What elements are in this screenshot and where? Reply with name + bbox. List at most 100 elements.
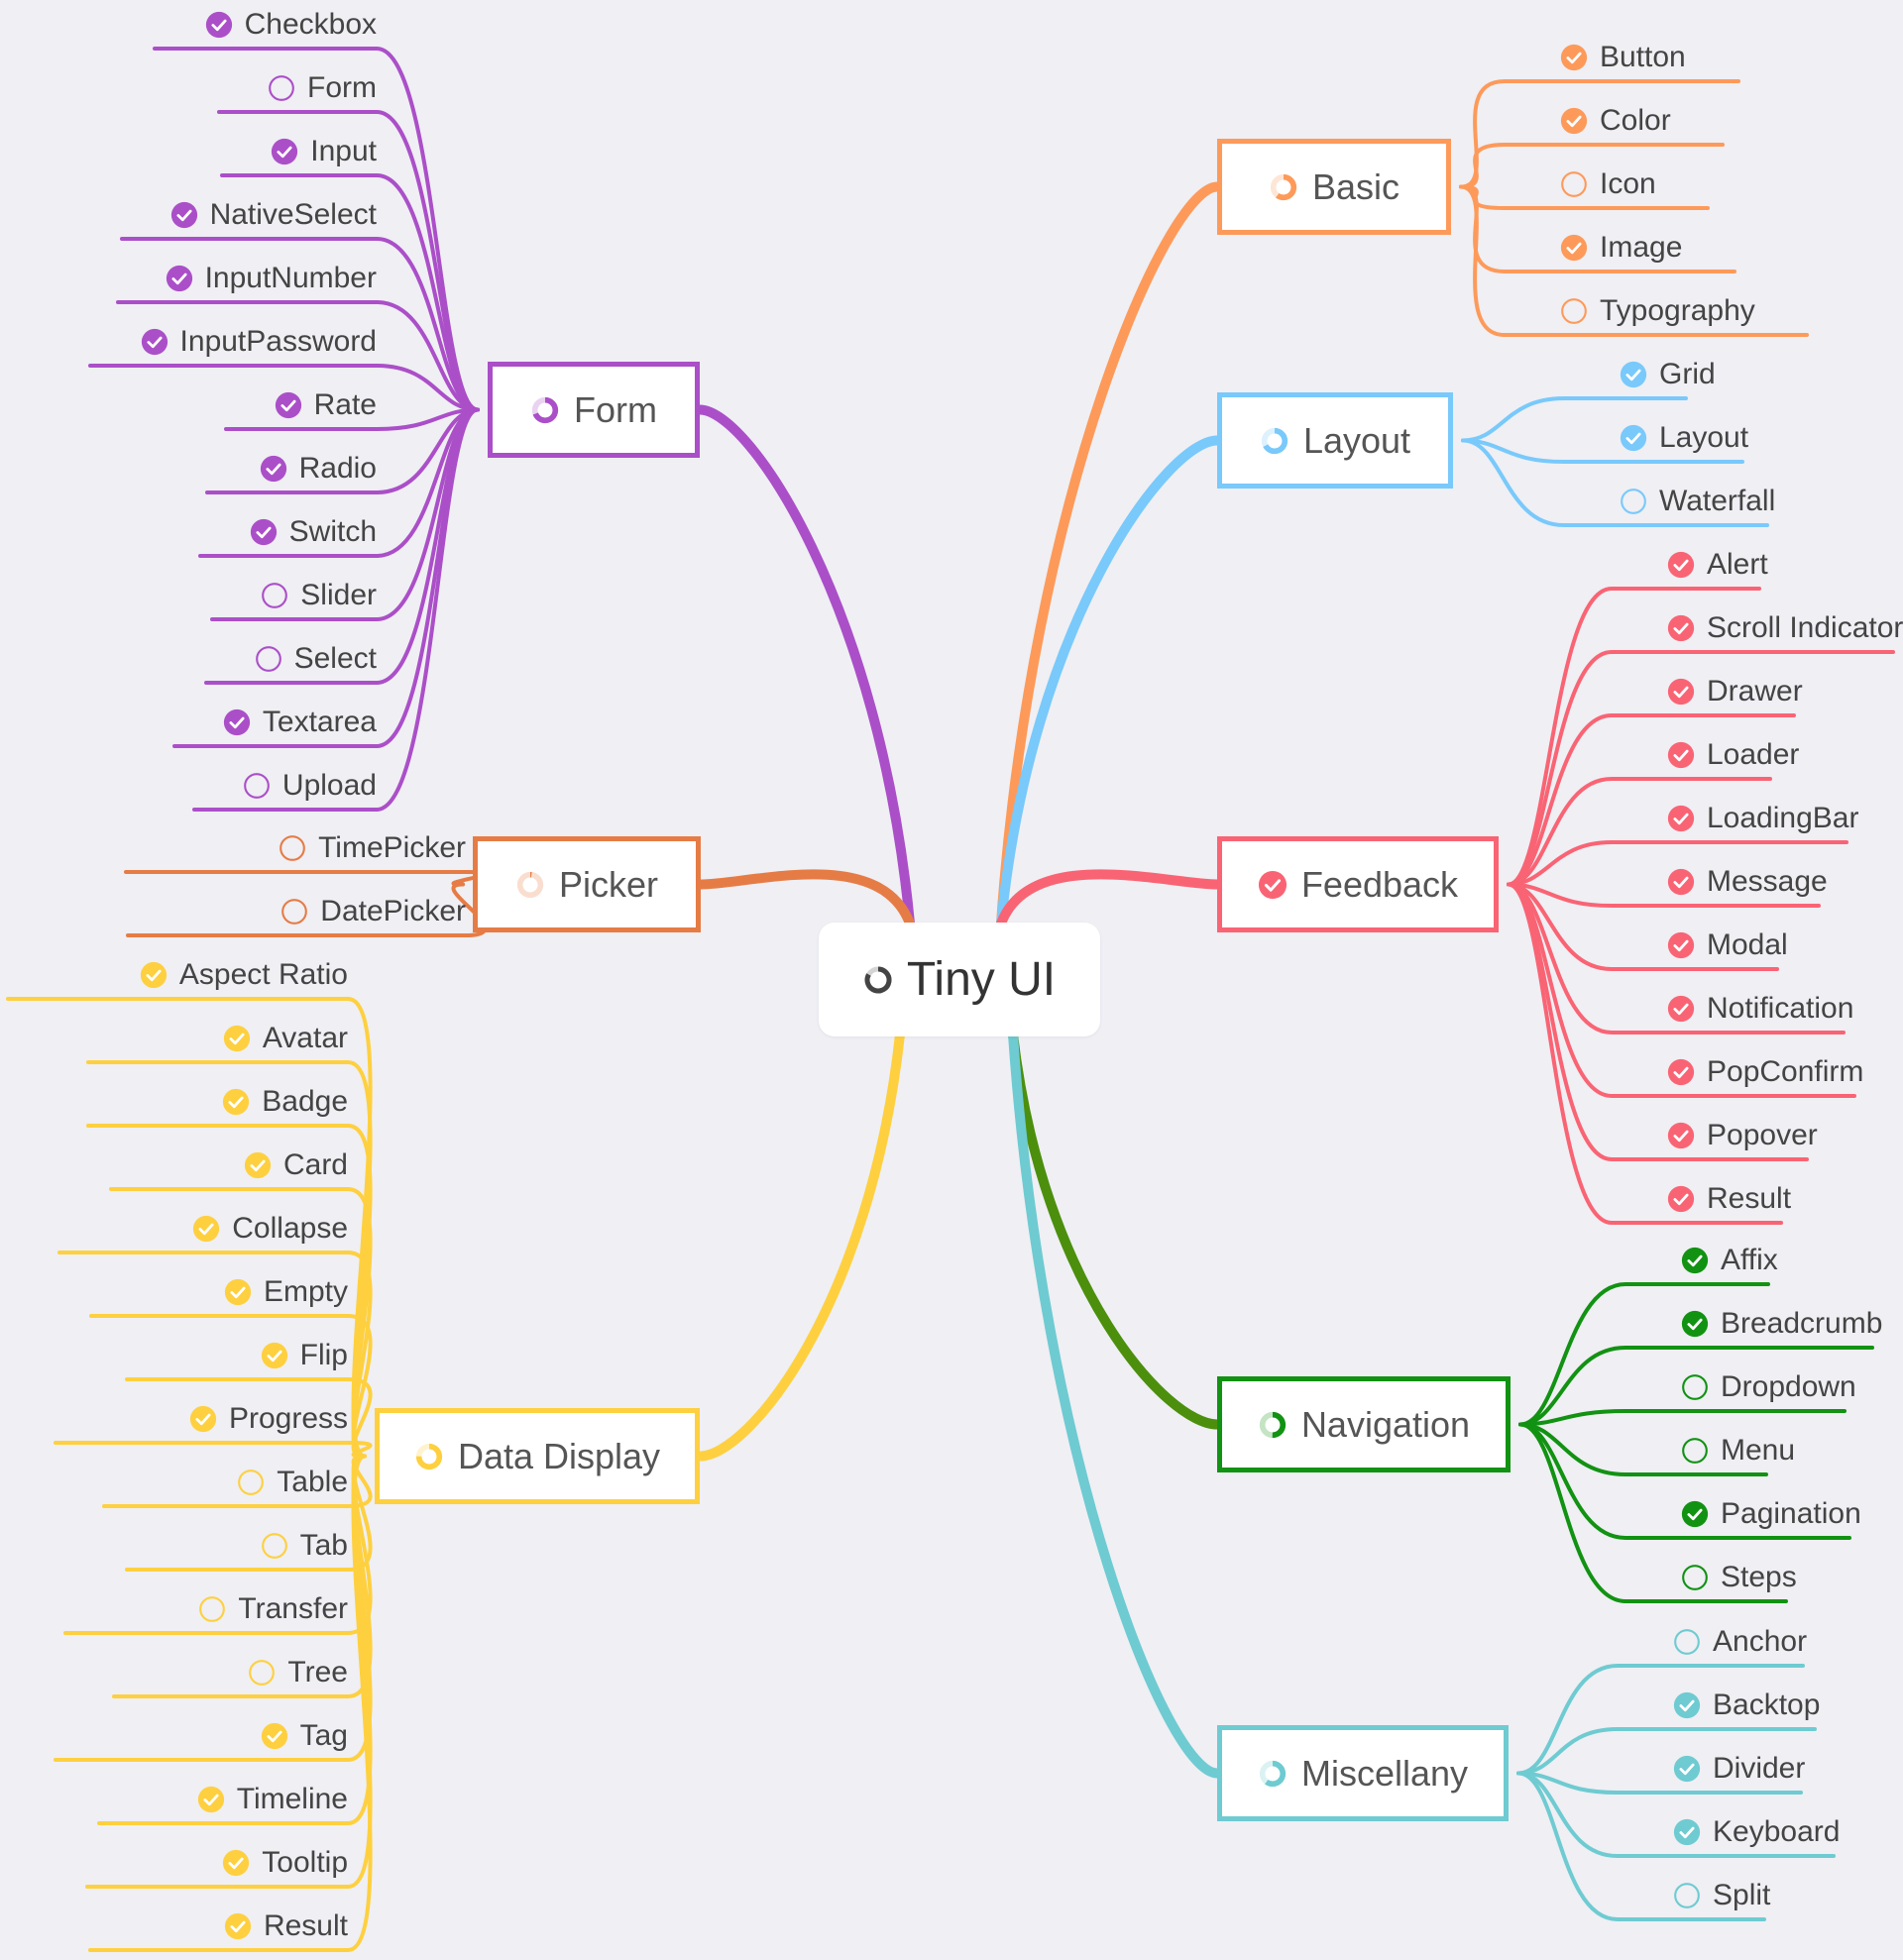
leaf-node[interactable]: Result bbox=[1612, 1177, 1791, 1223]
leaf-label: Tab bbox=[299, 1529, 348, 1562]
branch-node-navigation[interactable]: Navigation bbox=[1217, 1376, 1511, 1472]
leaf-node[interactable]: Textarea bbox=[174, 701, 377, 746]
check-circle-icon bbox=[223, 708, 251, 736]
leaf-label: Transfer bbox=[238, 1592, 348, 1625]
leaf-node[interactable]: NativeSelect bbox=[122, 193, 377, 239]
leaf-node[interactable]: Message bbox=[1612, 860, 1828, 906]
leaf-node[interactable]: Card bbox=[111, 1143, 348, 1189]
branch-label: Navigation bbox=[1300, 1403, 1471, 1445]
leaf-node[interactable]: Badge bbox=[88, 1080, 348, 1126]
leaf-node[interactable]: Notification bbox=[1612, 987, 1853, 1033]
leaf-node[interactable]: Image bbox=[1505, 226, 1735, 272]
leaf-connector bbox=[1507, 777, 1772, 887]
leaf-connector bbox=[1518, 1422, 1851, 1540]
leaf-node[interactable]: Select bbox=[206, 637, 377, 683]
leaf-node[interactable]: Grid bbox=[1564, 353, 1716, 398]
branch-node-data[interactable]: Data Display bbox=[375, 1408, 700, 1504]
check-circle-icon bbox=[223, 1849, 250, 1877]
check-circle-icon bbox=[250, 518, 277, 546]
leaf-node[interactable]: Button bbox=[1505, 36, 1738, 81]
branch-node-layout[interactable]: Layout bbox=[1217, 392, 1453, 489]
leaf-node[interactable]: LoadingBar bbox=[1612, 797, 1858, 842]
leaf-node[interactable]: InputPassword bbox=[90, 320, 377, 366]
leaf-node[interactable]: Avatar bbox=[88, 1017, 348, 1062]
leaf-node[interactable]: Form bbox=[219, 66, 377, 112]
branch-node-misc[interactable]: Miscellany bbox=[1217, 1725, 1509, 1821]
leaf-node[interactable]: Layout bbox=[1564, 416, 1748, 462]
leaf-node[interactable]: Waterfall bbox=[1564, 480, 1775, 525]
leaf-node[interactable]: Result bbox=[90, 1905, 348, 1950]
check-circle-icon bbox=[1673, 1691, 1701, 1719]
branch-node-form[interactable]: Form bbox=[488, 362, 700, 458]
progress-ring-icon bbox=[516, 871, 544, 898]
leaf-node[interactable]: Empty bbox=[91, 1270, 348, 1316]
leaf-node[interactable]: Timeline bbox=[99, 1778, 348, 1823]
root-node[interactable]: Tiny UI bbox=[819, 923, 1100, 1036]
leaf-node[interactable]: InputNumber bbox=[118, 257, 377, 302]
leaf-node[interactable]: Keyboard bbox=[1618, 1810, 1840, 1856]
empty-circle-icon bbox=[1682, 1438, 1708, 1464]
check-circle-icon bbox=[170, 201, 197, 229]
leaf-node[interactable]: Transfer bbox=[65, 1587, 348, 1633]
leaf-node[interactable]: Anchor bbox=[1618, 1620, 1807, 1666]
leaf-connector bbox=[1516, 1664, 1805, 1776]
leaf-node[interactable]: Slider bbox=[212, 574, 377, 619]
leaf-node[interactable]: Split bbox=[1618, 1874, 1770, 1919]
branch-node-basic[interactable]: Basic bbox=[1217, 139, 1451, 235]
leaf-node[interactable]: Radio bbox=[207, 447, 377, 492]
branch-connector-feedback bbox=[996, 869, 1222, 928]
leaf-node[interactable]: Steps bbox=[1625, 1556, 1797, 1601]
leaf-node[interactable]: Checkbox bbox=[155, 3, 377, 49]
leaf-connector bbox=[124, 870, 488, 887]
leaf-node[interactable]: Icon bbox=[1505, 163, 1708, 208]
leaf-node[interactable]: Aspect Ratio bbox=[8, 953, 348, 999]
leaf-node[interactable]: Typography bbox=[1505, 289, 1807, 335]
leaf-label: NativeSelect bbox=[209, 198, 377, 231]
leaf-node[interactable]: TimePicker bbox=[126, 826, 466, 872]
leaf-node[interactable]: Loader bbox=[1612, 733, 1799, 779]
leaf-label: Image bbox=[1600, 231, 1683, 264]
leaf-node[interactable]: Upload bbox=[194, 764, 377, 810]
leaf-node[interactable]: Rate bbox=[226, 383, 377, 429]
leaf-node[interactable]: Divider bbox=[1618, 1747, 1805, 1793]
check-circle-icon bbox=[1667, 1122, 1695, 1149]
leaf-node[interactable]: Tree bbox=[114, 1651, 348, 1696]
leaf-node[interactable]: Popover bbox=[1612, 1114, 1818, 1159]
leaf-label: Anchor bbox=[1713, 1625, 1808, 1658]
leaf-node[interactable]: Tab bbox=[127, 1524, 348, 1570]
leaf-label: Checkbox bbox=[244, 8, 377, 41]
leaf-node[interactable]: Progress bbox=[56, 1397, 348, 1443]
leaf-node[interactable]: Modal bbox=[1612, 924, 1788, 969]
leaf-node[interactable]: Pagination bbox=[1625, 1492, 1861, 1538]
leaf-label: Backtop bbox=[1713, 1688, 1821, 1721]
leaf-node[interactable]: Tooltip bbox=[87, 1841, 348, 1887]
leaf-node[interactable]: Switch bbox=[200, 510, 377, 556]
leaf-node[interactable]: Backtop bbox=[1618, 1684, 1820, 1729]
leaf-node[interactable]: Dropdown bbox=[1625, 1365, 1856, 1411]
leaf-node[interactable]: Drawer bbox=[1612, 670, 1803, 715]
leaf-node[interactable]: Flip bbox=[127, 1334, 348, 1379]
leaf-label: Upload bbox=[281, 769, 377, 802]
check-circle-icon bbox=[260, 455, 286, 483]
branch-node-picker[interactable]: Picker bbox=[473, 836, 701, 932]
leaf-node[interactable]: Tag bbox=[56, 1714, 348, 1760]
leaf-node[interactable]: Collapse bbox=[59, 1207, 348, 1252]
leaf-node[interactable]: DatePicker bbox=[128, 890, 466, 935]
leaf-node[interactable]: Table bbox=[104, 1461, 348, 1506]
leaf-node[interactable]: PopConfirm bbox=[1612, 1050, 1863, 1096]
branch-node-feedback[interactable]: Feedback bbox=[1217, 836, 1499, 932]
leaf-node[interactable]: Menu bbox=[1625, 1429, 1795, 1474]
leaf-node[interactable]: Breadcrumb bbox=[1625, 1302, 1882, 1348]
empty-circle-icon bbox=[1682, 1374, 1708, 1400]
leaf-label: Breadcrumb bbox=[1721, 1307, 1883, 1340]
empty-circle-icon bbox=[1682, 1565, 1708, 1590]
leaf-node[interactable]: Alert bbox=[1612, 543, 1768, 589]
leaf-node[interactable]: Scroll Indicator bbox=[1612, 606, 1903, 652]
leaf-connector bbox=[1507, 713, 1796, 887]
leaf-node[interactable]: Affix bbox=[1625, 1239, 1778, 1284]
leaf-node[interactable]: Color bbox=[1505, 99, 1723, 145]
branch-label: Feedback bbox=[1300, 863, 1459, 905]
check-circle-icon bbox=[1667, 931, 1695, 959]
leaf-node[interactable]: Input bbox=[222, 130, 377, 175]
leaf-label: Keyboard bbox=[1713, 1815, 1841, 1848]
